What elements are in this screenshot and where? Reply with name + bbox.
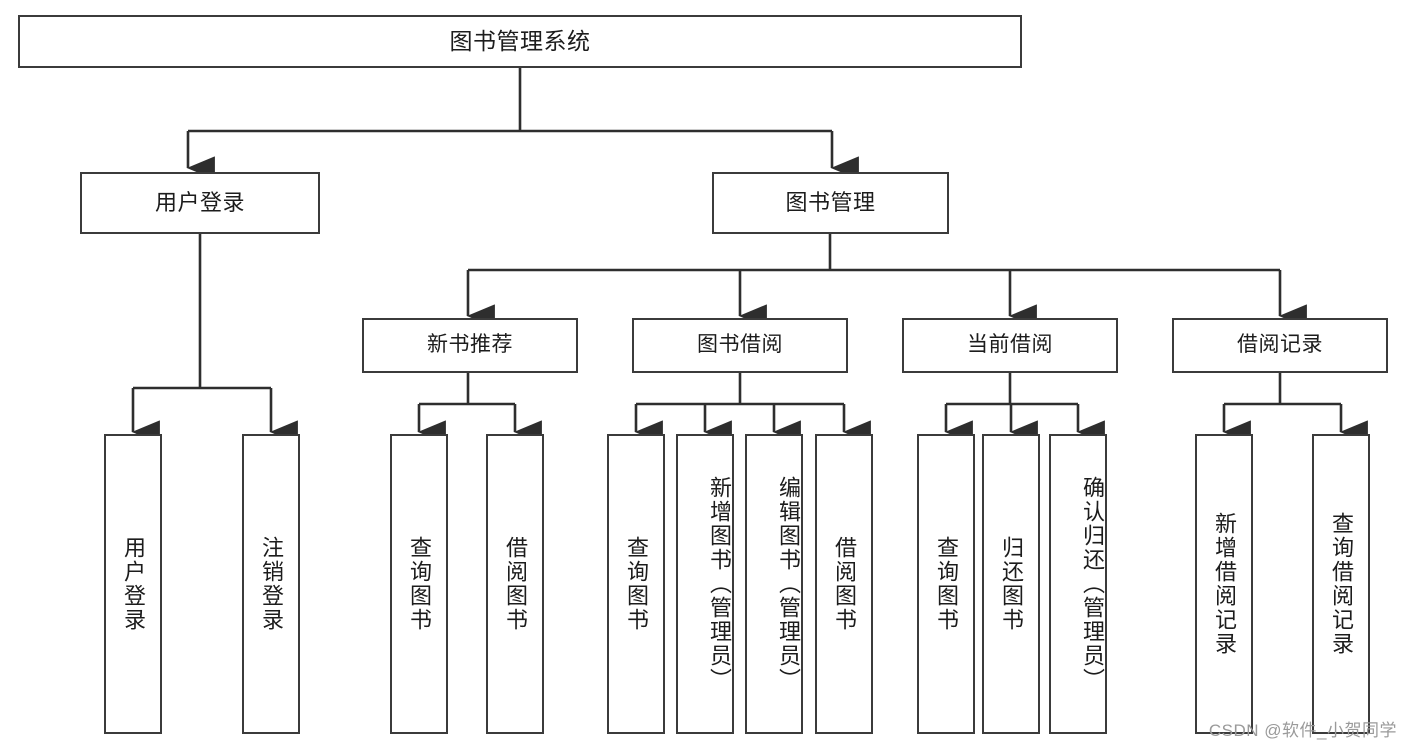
node-user-login[interactable]: 用户登录 [80, 172, 320, 234]
leaf-borrow-query-book[interactable]: 查询图书 [607, 434, 665, 734]
leaf-borrow-borrow-book[interactable]: 借阅图书 [815, 434, 873, 734]
leaf-label: 查询图书 [933, 536, 959, 632]
leaf-label: 查询图书 [406, 536, 432, 632]
node-label: 图书管理 [785, 190, 876, 216]
leaf-label: 查询图书 [623, 536, 649, 632]
node-label: 新书推荐 [427, 333, 513, 357]
leaf-label: 注销登录 [258, 536, 284, 632]
leaf-label: 新增借阅记录 [1211, 512, 1237, 656]
node-label: 当前借阅 [967, 333, 1053, 357]
leaf-label: 查询借阅记录 [1328, 512, 1354, 656]
leaf-recommend-borrow-book[interactable]: 借阅图书 [486, 434, 544, 734]
leaf-current-confirm-return-admin[interactable]: 确认归还（管理员） [1049, 434, 1107, 734]
leaf-record-add-record[interactable]: 新增借阅记录 [1195, 434, 1253, 734]
leaf-label: 借阅图书 [831, 536, 857, 632]
leaf-current-query-book[interactable]: 查询图书 [917, 434, 975, 734]
node-borrow-record[interactable]: 借阅记录 [1172, 318, 1388, 373]
node-book-borrow[interactable]: 图书借阅 [632, 318, 848, 373]
leaf-current-return-book[interactable]: 归还图书 [982, 434, 1040, 734]
leaf-label: 新增图书（管理员） [707, 476, 732, 692]
leaf-label: 借阅图书 [502, 536, 528, 632]
node-label: 用户登录 [154, 190, 245, 216]
node-current-borrow[interactable]: 当前借阅 [902, 318, 1118, 373]
leaf-borrow-add-book-admin[interactable]: 新增图书（管理员） [676, 434, 734, 734]
node-label: 借阅记录 [1237, 333, 1323, 357]
leaf-recommend-query-book[interactable]: 查询图书 [390, 434, 448, 734]
watermark: CSDN @软件_小贺同学 [1208, 721, 1397, 740]
node-root-system[interactable]: 图书管理系统 [18, 15, 1022, 68]
node-label: 图书借阅 [697, 333, 783, 357]
leaf-record-query-record[interactable]: 查询借阅记录 [1312, 434, 1370, 734]
leaf-label: 编辑图书（管理员） [776, 476, 801, 692]
leaf-borrow-edit-book-admin[interactable]: 编辑图书（管理员） [745, 434, 803, 734]
node-label: 图书管理系统 [449, 28, 591, 55]
leaf-label: 确认归还（管理员） [1080, 476, 1105, 692]
leaf-user-login-logout[interactable]: 注销登录 [242, 434, 300, 734]
node-book-management[interactable]: 图书管理 [712, 172, 949, 234]
leaf-label: 归还图书 [998, 536, 1024, 632]
leaf-user-login-login[interactable]: 用户登录 [104, 434, 162, 734]
leaf-label: 用户登录 [120, 536, 146, 632]
node-new-book-recommend[interactable]: 新书推荐 [362, 318, 578, 373]
